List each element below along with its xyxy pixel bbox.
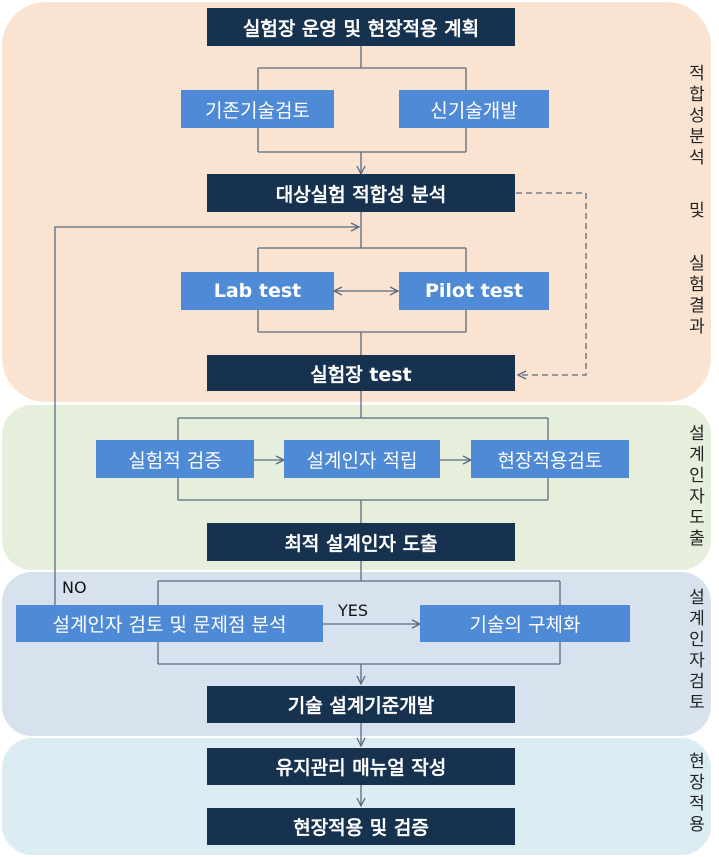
new-tech-dev-box: 신기술개발 xyxy=(399,90,549,128)
field-application-review-box: 현장적용검토 xyxy=(471,440,629,478)
maintenance-manual-box: 유지관리 매뉴얼 작성 xyxy=(207,748,515,785)
pilot-test-box: Pilot test xyxy=(399,272,549,310)
lab-test-box: Lab test xyxy=(181,272,334,310)
optimal-design-factor-box: 최적 설계인자 도출 xyxy=(207,523,515,561)
experimental-verification-box: 실험적 검증 xyxy=(96,440,254,478)
field-apply-verify-box: 현장적용 및 검증 xyxy=(207,808,515,845)
design-factor-review-box: 설계인자 검토 및 문제점 분석 xyxy=(16,605,323,642)
suitability-analysis-box: 대상실험 적합성 분석 xyxy=(207,174,515,212)
no-label: NO xyxy=(62,578,87,597)
design-factor-setup-box: 설계인자 적립 xyxy=(284,440,440,478)
design-criteria-box: 기술 설계기준개발 xyxy=(207,686,515,723)
yes-label: YES xyxy=(338,601,369,620)
tech-specification-box: 기술의 구체화 xyxy=(420,605,630,642)
existing-tech-review-box: 기존기술검토 xyxy=(181,90,334,128)
plan-box: 실험장 운영 및 현장적용 계획 xyxy=(207,8,515,46)
field-test-box: 실험장 test xyxy=(207,355,515,391)
